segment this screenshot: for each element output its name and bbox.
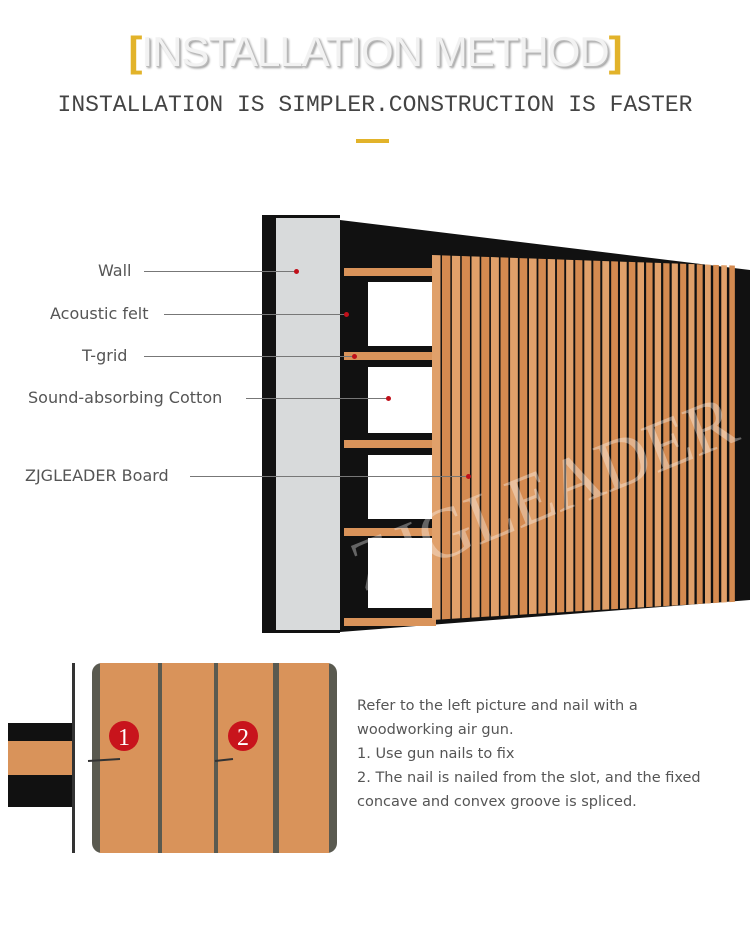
page-title: [INSTALLATION METHOD] [0,28,750,76]
detail-image: 1 2 [8,663,337,853]
board-slat [461,256,470,619]
instruction-line: woodworking air gun. [357,722,514,738]
board-slat [510,257,518,616]
marker-dot [352,354,357,359]
board-slat [584,260,592,611]
t-grid-bar [344,440,436,448]
leader-line [246,398,387,399]
t-grid-bar [344,528,436,536]
cotton-block [368,282,432,346]
board-slat [680,263,687,606]
cotton-block [368,538,432,608]
bracket-left: [ [128,28,142,75]
board-slat [696,264,703,605]
bracket-right: ] [608,28,623,75]
board-slat [705,264,711,604]
subtitle: INSTALLATION IS SIMPLER.CONSTRUCTION IS … [57,92,693,118]
cotton-block [368,455,432,519]
board-slat [538,258,546,614]
board-slat [620,261,627,609]
marker-dot [344,312,349,317]
cotton-block [368,367,432,433]
leader-line [190,476,467,477]
detail-slat [279,663,329,853]
detail-slat [100,663,158,853]
board-slat [713,264,719,604]
leader-line [164,314,345,315]
board-slat [602,260,610,610]
instruction-line: 1. Use gun nails to fix [357,746,515,762]
board-slat [519,258,528,615]
board-slat [547,259,556,614]
instructions: Refer to the left picture and nail with … [357,694,701,814]
t-grid-bar [344,618,436,626]
board-slat [721,265,727,603]
board-slat [663,263,670,607]
instruction-line: 2. The nail is nailed from the slot, and… [357,770,701,786]
zjgleader-board [432,255,735,620]
detail-slat [218,663,273,853]
detail-slat [162,663,214,853]
marker-2: 2 [237,725,249,751]
board-slat [556,259,565,613]
board-slat [628,261,636,609]
sound-absorbing-cotton [368,282,432,608]
instruction-line: concave and convex groove is spliced. [357,794,637,810]
label-acoustic-felt: Acoustic felt [50,304,149,323]
board-slat [671,263,678,606]
board-slat [646,262,653,608]
board-slat [566,259,574,612]
board-slat [490,257,499,617]
board-slat [451,255,461,619]
marker-dot [466,474,471,479]
label-zjgleader-board: ZJGLEADER Board [25,466,169,485]
label-sound-absorbing-cotton: Sound-absorbing Cotton [28,388,223,407]
leader-line [144,271,296,272]
board-slat [637,262,644,608]
t-grid-bar [344,352,436,360]
label-t-grid: T-grid [82,346,128,365]
board-slat [432,255,441,620]
board-slat [688,263,695,605]
board-slat [500,257,509,616]
t-grid-bar [344,268,436,276]
marker-dot [294,269,299,274]
board-slat [593,260,601,611]
marker-dot [386,396,391,401]
title-text: INSTALLATION METHOD [141,28,609,75]
leader-line [144,356,354,357]
board-slat [729,265,735,603]
board-slat [441,255,451,620]
board-slat [611,261,618,610]
instruction-line: Refer to the left picture and nail with … [357,698,638,714]
board-slat [654,262,662,607]
marker-1: 1 [118,725,130,751]
label-wall: Wall [98,261,132,280]
board-slat [481,256,490,618]
board-slat [471,256,480,618]
t-grid [344,268,436,626]
accent-divider [356,139,389,143]
board-slat [575,260,583,612]
board-slat [529,258,537,615]
